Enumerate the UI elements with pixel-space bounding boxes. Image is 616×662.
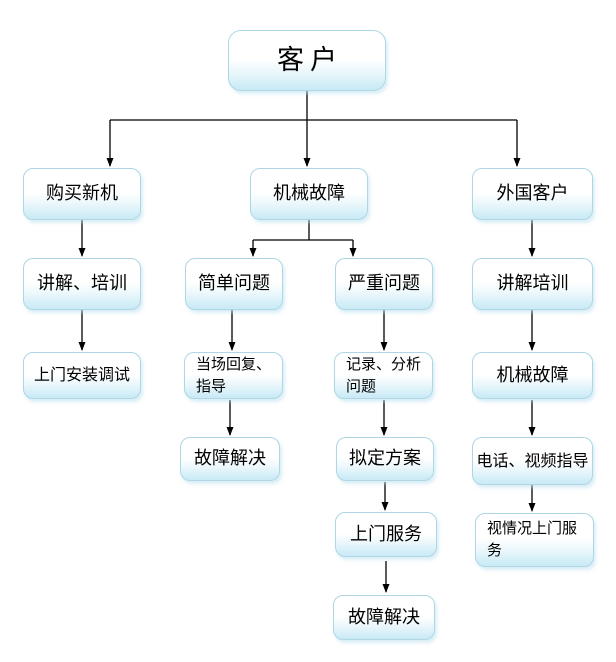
- node-onsite-reply-guide: 当场回复、指导: [184, 352, 283, 399]
- node-record-analyze-issue: 记录、分析问题: [334, 352, 433, 399]
- node-fault-solved-serious: 故障解决: [333, 595, 435, 640]
- node-simple-issue: 简单问题: [185, 258, 283, 310]
- node-mechanical-fault: 机械故障: [250, 168, 368, 220]
- node-onsite-service-depends: 视情况上门服务: [475, 513, 594, 567]
- node-onsite-service: 上门服务: [335, 512, 437, 557]
- node-fault-solved-simple: 故障解决: [180, 437, 280, 481]
- node-buy-new-machine: 购买新机: [23, 168, 141, 220]
- node-customer: 客户: [228, 30, 386, 91]
- node-explain-training: 讲解、培训: [23, 258, 141, 310]
- node-mechanical-fault-foreign: 机械故障: [472, 352, 593, 399]
- node-serious-issue: 严重问题: [335, 258, 433, 310]
- node-draft-plan: 拟定方案: [336, 437, 434, 481]
- node-foreign-customer: 外国客户: [472, 168, 593, 220]
- node-explain-training-foreign: 讲解培训: [472, 258, 593, 310]
- node-onsite-install-debug: 上门安装调试: [23, 352, 141, 399]
- node-phone-video-guide: 电话、视频指导: [472, 437, 593, 485]
